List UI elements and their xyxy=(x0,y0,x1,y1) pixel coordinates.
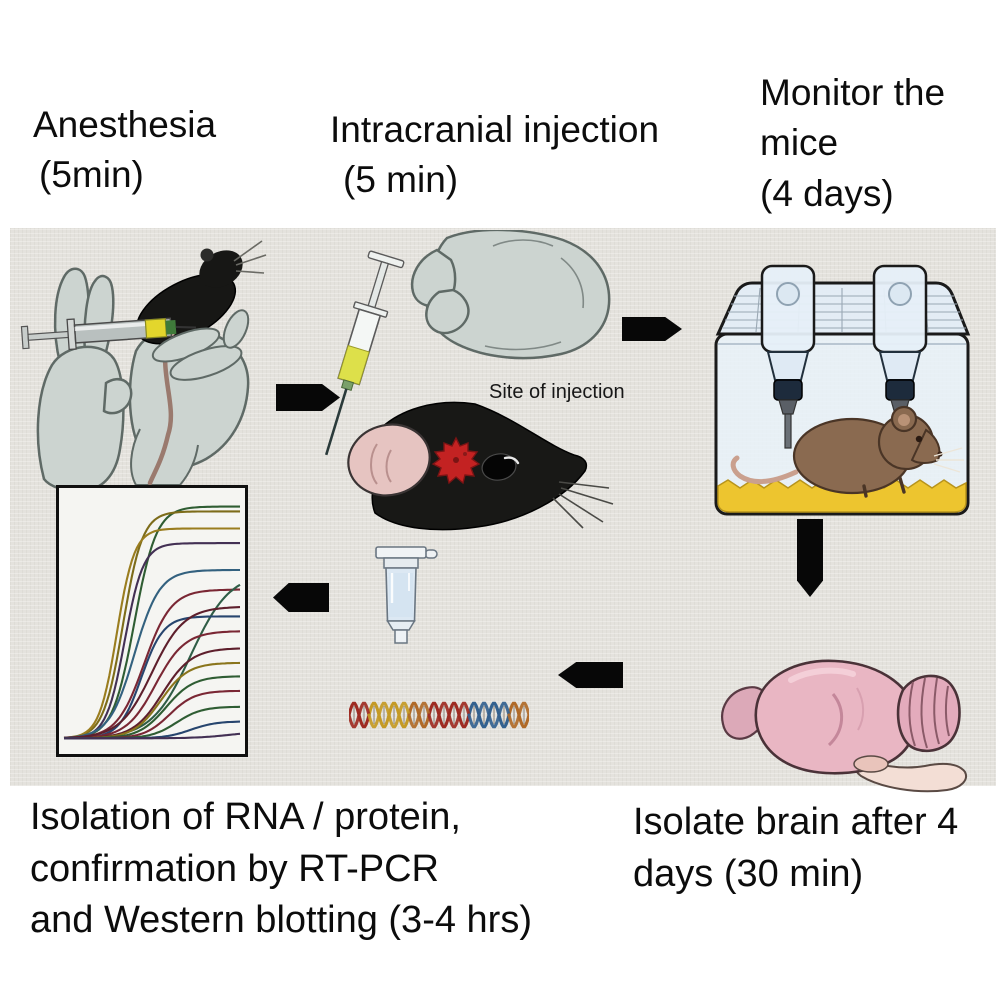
syringe-green-tip xyxy=(165,319,177,335)
mouse-ear xyxy=(347,423,431,497)
mouse-whiskers xyxy=(552,481,614,529)
dna-helix-icon xyxy=(349,701,529,729)
step-label-anesthesia-line1: Anesthesia xyxy=(33,104,217,145)
step-label-anesthesia: Anesthesia (5min) xyxy=(33,100,216,201)
step-label-monitor-line2: mice xyxy=(760,122,839,164)
intracranial-injection-illustration xyxy=(325,230,614,531)
step-label-monitor-mice: Monitor the mice (4 days) xyxy=(760,68,945,219)
dna-strand-segment xyxy=(507,701,529,729)
injection-site-marker-icon xyxy=(431,436,481,485)
step-label-injection-line1: Intracranial injection xyxy=(330,109,660,150)
qpcr-curve xyxy=(63,568,240,739)
qpcr-curve xyxy=(64,732,241,740)
dna-strand-segment xyxy=(387,701,411,729)
qpcr-curve xyxy=(63,510,240,739)
glove-fingers-over-mouse xyxy=(151,309,250,381)
dna-strand-segment xyxy=(427,701,451,729)
injection-glove-icon xyxy=(410,230,611,360)
step-label-injection-line2: (5 min) xyxy=(343,159,459,201)
qpcr-curves-canvas xyxy=(63,505,241,740)
anesthesia-syringe-icon xyxy=(20,317,196,351)
mouse-brain-illustration xyxy=(721,659,967,793)
mouse-tail xyxy=(147,330,174,486)
mouse-whiskers xyxy=(933,447,964,473)
syringe-yellow-band xyxy=(144,318,168,339)
injection-site-label: Site of injection xyxy=(489,381,625,403)
mouse-cage-illustration xyxy=(714,264,971,516)
caption-brain-line1: Isolate brain after 4 xyxy=(633,801,959,843)
water-bottle-left xyxy=(760,264,816,449)
anesthesia-illustration xyxy=(20,240,267,493)
injection-syringe-icon xyxy=(325,250,405,456)
step-label-anesthesia-line2: (5min) xyxy=(39,154,144,196)
mouse-head-icon xyxy=(347,401,614,531)
brown-mouse-icon xyxy=(730,405,964,498)
cerebrum xyxy=(754,659,917,775)
qpcr-amplification-plot xyxy=(56,485,248,757)
dna-strand-segment xyxy=(407,701,431,729)
caption-isolation-line2: confirmation by RT-PCR xyxy=(30,847,439,890)
step-label-intracranial-injection: Intracranial injection (5 min) xyxy=(330,105,659,206)
dna-strand-segment xyxy=(447,701,471,729)
spin-column-icon xyxy=(375,546,438,644)
caption-brain-line2: days (30 min) xyxy=(633,852,864,895)
arrow-cage-to-brain xyxy=(797,519,823,597)
mouse-whiskers xyxy=(233,240,267,274)
syringe-liquid xyxy=(337,344,370,386)
qpcr-curve xyxy=(64,647,241,740)
qpcr-curve xyxy=(64,583,241,740)
mouse-tail xyxy=(730,455,799,484)
caption-isolation-line3: and Western blotting (3-4 hrs) xyxy=(30,899,532,942)
cerebellum xyxy=(896,674,961,753)
glove-holding-syringe-icon xyxy=(36,267,133,493)
caption-isolation-rna: Isolation of RNA / protein, confirmation… xyxy=(30,792,532,947)
qpcr-curve xyxy=(63,505,240,740)
mouse-eye xyxy=(481,453,517,481)
cage-lid xyxy=(715,281,971,336)
caption-isolate-brain: Isolate brain after 4 days (30 min) xyxy=(633,797,958,900)
brain-icon xyxy=(721,659,967,793)
mouse-eye xyxy=(915,435,923,443)
spin-column-illustration xyxy=(375,546,438,644)
dna-strand-segment xyxy=(349,701,371,729)
qpcr-curve xyxy=(63,606,241,739)
dna-strand-segment xyxy=(487,701,511,729)
qpcr-curve xyxy=(63,527,240,739)
step-label-monitor-line1: Monitor the xyxy=(760,72,946,113)
dna-strand-segment xyxy=(467,701,491,729)
dna-strand-segment xyxy=(367,701,391,729)
caption-isolation-line1: Isolation of RNA / protein, xyxy=(30,796,461,838)
step-label-monitor-line3: (4 days) xyxy=(760,172,894,214)
